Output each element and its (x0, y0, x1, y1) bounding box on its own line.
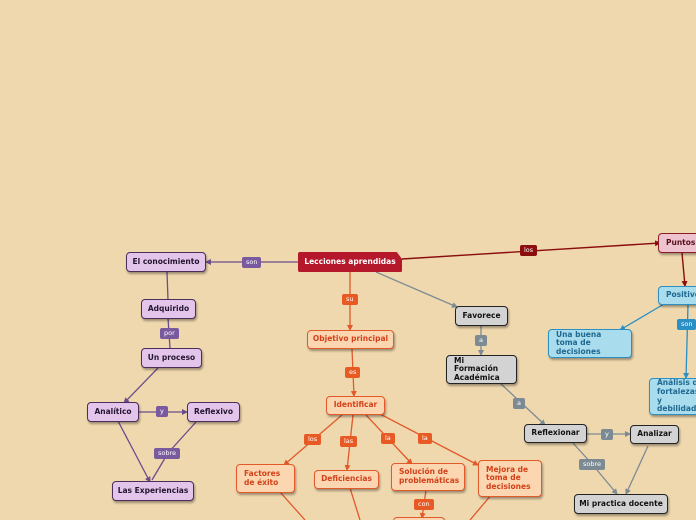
label-los-1: los (304, 434, 322, 445)
node-identificar[interactable]: Identificar (326, 396, 385, 415)
label-la-1: la (381, 433, 395, 444)
label-las: las (340, 436, 358, 447)
label-y-1: y (156, 406, 168, 417)
label-a-1: a (475, 335, 487, 346)
node-positivos[interactable]: Positivos (658, 286, 696, 305)
node-objetivo-principal[interactable]: Objetivo principal (307, 330, 394, 349)
node-mi-practica-docente[interactable]: Mi practica docente (574, 494, 668, 514)
node-mi-formacion-academica[interactable]: Mi Formación Académica (446, 355, 517, 384)
edge-positivos-buena (619, 303, 665, 331)
node-analizar[interactable]: Analizar (630, 425, 679, 444)
edge-conocimiento-adquirido (166, 271, 169, 301)
label-su: su (342, 294, 358, 305)
edge-puntos-positivos (681, 252, 688, 287)
node-las-experiencias[interactable]: Las Experiencias (112, 481, 194, 501)
node-reflexionar[interactable]: Reflexionar (524, 424, 587, 443)
node-con-target[interactable] (393, 517, 445, 520)
edge-analizar-practica (625, 445, 649, 495)
edge-mejora-down (469, 493, 493, 520)
node-deficiencias[interactable]: Deficiencias (314, 470, 379, 489)
edge-analitico-experiencias (117, 420, 151, 483)
edge-factores-down (279, 491, 306, 520)
label-sobre-1: sobre (154, 448, 181, 459)
node-solucion-de-problematicas[interactable]: Solución de problemáticas (391, 463, 465, 491)
edge-deficiencias-down (349, 487, 361, 520)
label-la-2: la (418, 433, 432, 444)
label-los-2: los (520, 245, 538, 256)
node-analitico[interactable]: Analítico (87, 402, 139, 422)
node-favorece[interactable]: Favorece (455, 306, 508, 326)
edge-positivos-analisis (683, 304, 690, 379)
label-son-2: son (677, 319, 696, 330)
label-son-1: son (242, 257, 262, 268)
label-a-2: a (513, 398, 525, 409)
label-es: es (345, 367, 361, 378)
node-lecciones-aprendidas[interactable]: Lecciones aprendidas (298, 252, 402, 272)
node-factores-de-exito[interactable]: Factores de éxito (236, 464, 295, 493)
node-mejora-de-toma-de-decisiones[interactable]: Mejora de toma de decisiones (478, 460, 542, 497)
node-el-conocimiento[interactable]: El conocimiento (126, 252, 206, 272)
node-un-proceso[interactable]: Un proceso (141, 348, 202, 368)
label-con: con (414, 499, 434, 510)
node-adquirido[interactable]: Adquirido (141, 299, 196, 319)
label-y-2: y (601, 429, 613, 440)
node-analisis-de-fortalezas[interactable]: Análisis de fortalezas y debilidades (649, 378, 696, 415)
label-sobre-2: sobre (579, 459, 606, 470)
node-puntos[interactable]: Puntos (658, 233, 696, 253)
node-una-buena-toma-de-decisiones[interactable]: Una buena toma de decisiones (548, 329, 632, 358)
edge-lecciones-favorece (375, 271, 458, 308)
edge-proceso-analitico (123, 367, 159, 404)
label-por: por (160, 328, 179, 339)
node-reflexivo[interactable]: Reflexivo (187, 402, 240, 422)
